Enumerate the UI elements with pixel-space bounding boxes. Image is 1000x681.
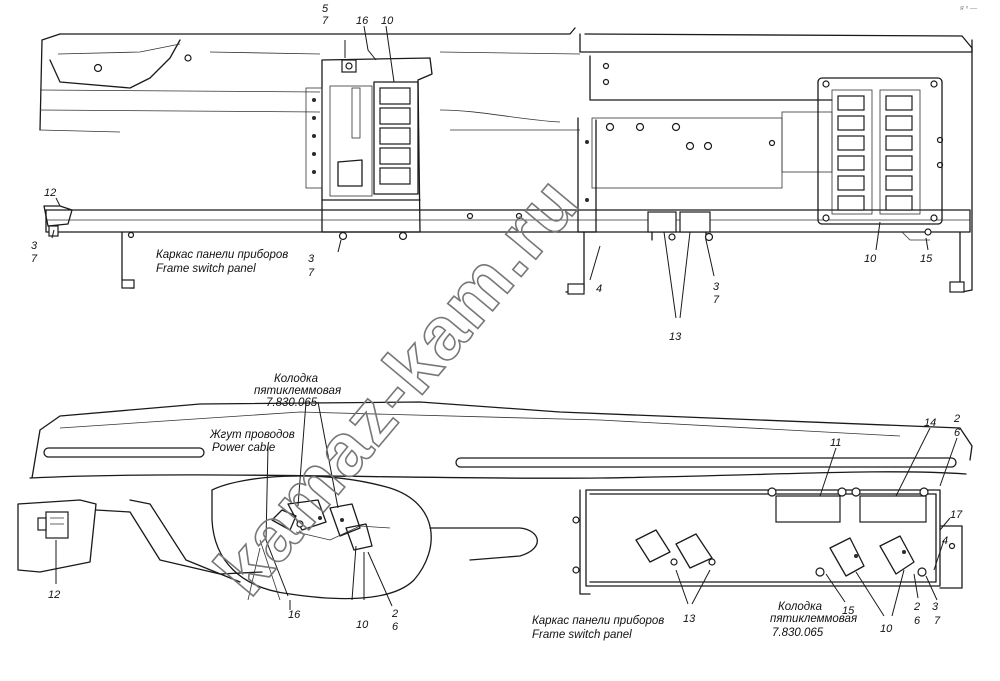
slot-right bbox=[455, 457, 957, 468]
bottom-connector-10b bbox=[879, 535, 915, 575]
connector-code: 7.830.065 bbox=[266, 397, 318, 409]
connector2-code: 7.830.065 bbox=[772, 627, 824, 639]
top-view: 5 7 16 10 12 3 7 3 7 4 3 7 13 10 15 Карк… bbox=[31, 3, 973, 343]
bottom-dash-top-edge bbox=[31, 401, 973, 479]
top-switch-keys-left bbox=[373, 81, 419, 195]
top-caption-ru: Каркас панели приборов bbox=[156, 249, 288, 261]
callout-3: 3 bbox=[31, 240, 38, 252]
bottom-left-cover bbox=[17, 499, 97, 573]
callout-16: 16 bbox=[288, 609, 301, 621]
top-connector-13a bbox=[647, 211, 677, 233]
callout-2: 2 bbox=[391, 608, 398, 620]
connector2-label-ru-2: пятиклеммовая bbox=[770, 613, 857, 625]
callout-10: 10 bbox=[880, 623, 893, 635]
callout-7: 7 bbox=[322, 15, 329, 27]
bottom-caption-en: Frame switch panel bbox=[532, 629, 632, 641]
harness-label-ru: Жгут проводов bbox=[209, 429, 295, 441]
bottom-caption-ru: Каркас панели приборов bbox=[532, 615, 664, 627]
top-right-panel bbox=[565, 33, 973, 295]
callout-7: 7 bbox=[31, 253, 38, 265]
callout-14: 14 bbox=[924, 417, 936, 429]
bottom-connector-block-left bbox=[271, 499, 391, 551]
callout-3: 3 bbox=[308, 253, 315, 265]
callout-17: 17 bbox=[950, 509, 963, 521]
slot-left bbox=[43, 447, 205, 458]
top-left-switch-block bbox=[305, 57, 433, 241]
plate-14 bbox=[859, 495, 927, 523]
harness-area bbox=[211, 475, 432, 600]
corner-mark: я ⁿ — bbox=[959, 5, 978, 12]
callout-7: 7 bbox=[308, 267, 315, 279]
bottom-connector-12 bbox=[45, 511, 69, 539]
top-frame-bar bbox=[45, 209, 971, 233]
harness-label-en: Power cable bbox=[212, 442, 275, 454]
callout-7: 7 bbox=[934, 615, 941, 627]
bottom-right-frame-panel bbox=[572, 487, 963, 595]
top-connector-13b bbox=[679, 211, 711, 233]
callout-12: 12 bbox=[44, 187, 56, 199]
connector-label-ru-1: Колодка bbox=[274, 373, 318, 385]
connector-label-ru-2: пятиклеммовая bbox=[254, 385, 341, 397]
bottom-connector-13b bbox=[675, 533, 713, 569]
callout-3: 3 bbox=[932, 601, 939, 613]
bottom-connector-13a bbox=[635, 529, 671, 563]
callout-2: 2 bbox=[913, 601, 920, 613]
callout-2: 2 bbox=[953, 413, 960, 425]
top-left-bracket bbox=[49, 39, 181, 89]
callout-7: 7 bbox=[713, 294, 720, 306]
callout-4: 4 bbox=[942, 535, 948, 547]
callout-6: 6 bbox=[914, 615, 921, 627]
callout-10: 10 bbox=[356, 619, 369, 631]
callout-6: 6 bbox=[954, 427, 961, 439]
callout-5: 5 bbox=[322, 3, 329, 15]
top-dash-edge bbox=[59, 27, 576, 35]
callout-4: 4 bbox=[596, 283, 602, 295]
callout-15: 15 bbox=[920, 253, 933, 265]
top-caption-en: Frame switch panel bbox=[156, 263, 256, 275]
callout-16: 16 bbox=[356, 15, 369, 27]
callout-10: 10 bbox=[381, 15, 394, 27]
callout-3: 3 bbox=[713, 281, 720, 293]
callout-11: 11 bbox=[830, 437, 841, 449]
top-connector-12 bbox=[43, 205, 73, 227]
callout-15: 15 bbox=[842, 605, 855, 617]
callout-6: 6 bbox=[392, 621, 399, 633]
callout-12: 12 bbox=[48, 589, 60, 601]
callout-13: 13 bbox=[683, 613, 696, 625]
callout-10: 10 bbox=[864, 253, 877, 265]
bottom-view: Колодка пятиклеммовая 7.830.065 Жгут про… bbox=[17, 373, 973, 641]
callout-13: 13 bbox=[669, 331, 682, 343]
bottom-connector-10a bbox=[829, 537, 865, 577]
plate-11 bbox=[775, 495, 841, 523]
connector2-label-ru-1: Колодка bbox=[778, 601, 822, 613]
